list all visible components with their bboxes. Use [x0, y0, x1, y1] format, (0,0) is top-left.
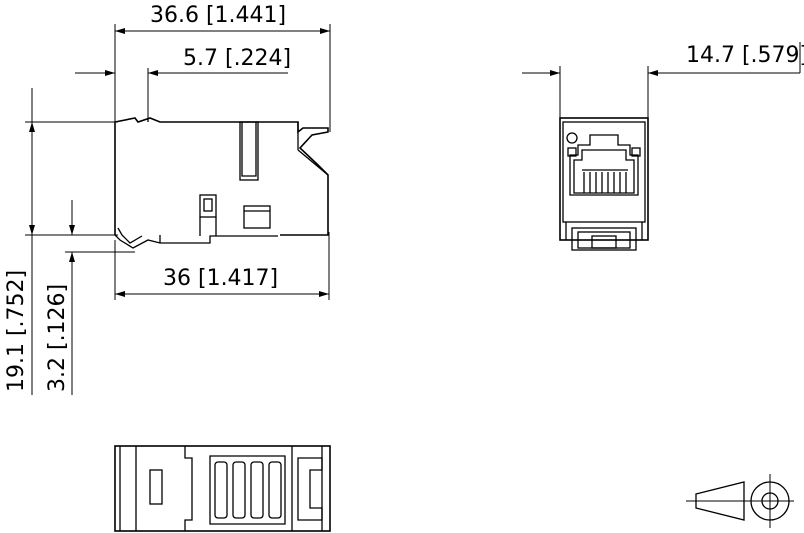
front-view: [522, 42, 801, 251]
projection-symbol: [686, 474, 794, 528]
dim-body-length: 36 [1.417]: [163, 266, 278, 291]
dim-width: 14.7 [.579]: [686, 43, 804, 68]
side-view: [25, 24, 331, 395]
top-view: [114, 445, 331, 532]
dim-offset: 5.7 [.224]: [183, 46, 291, 71]
dim-tab-height: 3.2 [.126]: [45, 284, 70, 392]
dim-overall-length: 36.6 [1.441]: [150, 3, 286, 28]
dim-height: 19.1 [.752]: [4, 270, 29, 392]
